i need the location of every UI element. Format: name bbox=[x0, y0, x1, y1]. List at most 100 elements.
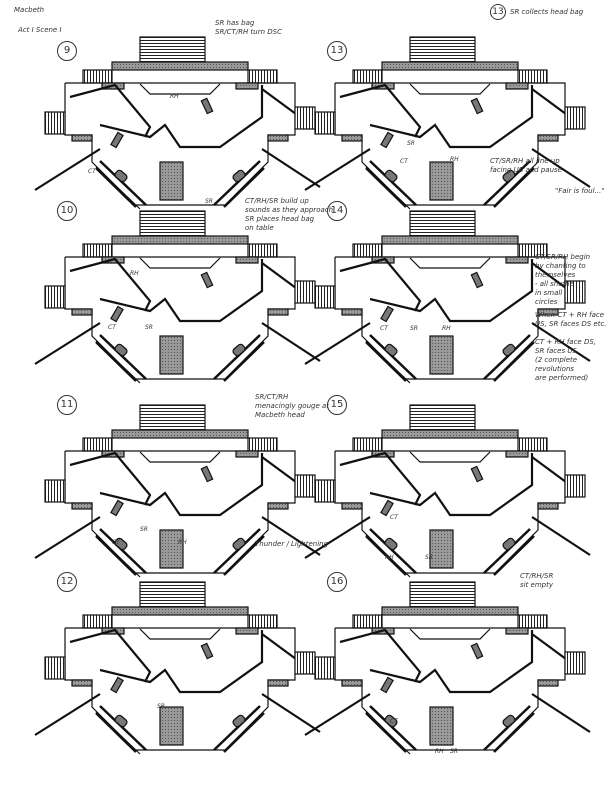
platform bbox=[381, 429, 519, 439]
actor-label: RH bbox=[435, 748, 444, 755]
rostrum-right bbox=[235, 450, 259, 458]
chair-left bbox=[380, 131, 394, 149]
actor-label: SR bbox=[145, 324, 153, 331]
platform bbox=[111, 235, 249, 245]
left-flat bbox=[69, 257, 152, 312]
actor-label: RH bbox=[442, 325, 451, 332]
diagonal-right bbox=[261, 148, 321, 188]
ramp-left-rail bbox=[99, 334, 147, 380]
stool-left bbox=[114, 537, 128, 551]
actor-label: RH bbox=[385, 554, 394, 561]
diagonal-left bbox=[304, 322, 371, 365]
upper-rail bbox=[139, 628, 221, 640]
stage-plan bbox=[34, 581, 321, 755]
ramp-right-rail bbox=[483, 705, 531, 751]
stage-plan bbox=[34, 210, 321, 384]
upper-rail bbox=[139, 83, 221, 95]
panel-number: 9 bbox=[57, 41, 77, 61]
rostrum-right bbox=[505, 82, 529, 90]
centre-table bbox=[429, 706, 454, 746]
side-block-left bbox=[82, 614, 113, 629]
centre-flat bbox=[99, 630, 264, 694]
ramp-right-rail bbox=[223, 341, 265, 382]
side-block-right bbox=[517, 69, 548, 84]
rostrum-low-right bbox=[267, 679, 289, 687]
right-flat bbox=[531, 88, 571, 118]
centre-flat bbox=[99, 453, 264, 517]
chair-left bbox=[380, 305, 394, 323]
platform bbox=[381, 61, 519, 71]
stairs bbox=[409, 404, 476, 431]
centre-flat bbox=[369, 453, 534, 517]
chair-right bbox=[200, 642, 214, 660]
diagonal-left bbox=[34, 693, 101, 736]
stairs bbox=[409, 210, 476, 237]
diagonal-left bbox=[34, 516, 101, 559]
diagonal-left bbox=[304, 693, 371, 736]
side-block-left bbox=[82, 437, 113, 452]
stairs bbox=[409, 36, 476, 63]
side-stairs-right bbox=[294, 651, 316, 675]
document-subtitle: Act I Scene I bbox=[18, 26, 62, 34]
stool-right bbox=[502, 537, 516, 551]
rostrum-low-left bbox=[341, 502, 363, 510]
actor-label: CT bbox=[390, 514, 398, 521]
stairs bbox=[139, 36, 206, 63]
stool-right bbox=[232, 714, 246, 728]
side-block-right bbox=[247, 437, 278, 452]
panel-number: 11 bbox=[57, 395, 77, 415]
rostrum-low-right bbox=[267, 502, 289, 510]
stool-left bbox=[384, 343, 398, 357]
rostrum-low-left bbox=[71, 134, 93, 142]
stool-left bbox=[114, 714, 128, 728]
diagonal-right bbox=[531, 148, 591, 188]
chair-right bbox=[200, 271, 214, 289]
ramp-left-rail bbox=[369, 528, 417, 574]
ramp-right-rail bbox=[213, 528, 261, 574]
actor-label: CT bbox=[108, 324, 116, 331]
ramp-right-rail bbox=[223, 167, 265, 208]
actor-label: CT bbox=[380, 325, 388, 332]
stage-plan bbox=[304, 581, 591, 755]
actor-label: CT bbox=[400, 158, 408, 165]
side-block-left bbox=[82, 69, 113, 84]
centre-table bbox=[159, 335, 184, 375]
centre-flat bbox=[99, 259, 264, 323]
ramp-left-rail bbox=[369, 160, 417, 206]
chair-right bbox=[470, 642, 484, 660]
side-block-left bbox=[352, 69, 383, 84]
side-stairs-right bbox=[564, 106, 586, 130]
side-block-left bbox=[352, 243, 383, 258]
chair-right bbox=[470, 271, 484, 289]
left-flat bbox=[339, 628, 422, 683]
side-stairs-left bbox=[314, 479, 336, 503]
diagonal-left bbox=[304, 148, 371, 191]
actor-label: RH bbox=[178, 539, 187, 546]
blocking-note: CT/SR/RH begin by chanting to themselves… bbox=[535, 253, 591, 306]
ramp-right-rail bbox=[213, 334, 261, 380]
side-stairs-left bbox=[314, 111, 336, 135]
rostrum-low-right bbox=[537, 502, 559, 510]
left-flat bbox=[69, 628, 152, 683]
ramp-left-rail bbox=[95, 341, 137, 382]
left-flat bbox=[339, 451, 422, 506]
stairs bbox=[139, 210, 206, 237]
ramp-left-rail bbox=[95, 712, 137, 753]
actor-label: SR bbox=[140, 526, 148, 533]
side-block-right bbox=[247, 243, 278, 258]
blocking-note: "Fair is foul..." bbox=[555, 187, 605, 195]
blocking-note: CT/SR/RH all line up facing US and pause bbox=[490, 157, 562, 174]
centre-flat bbox=[369, 630, 534, 694]
diagonal-right bbox=[531, 322, 591, 362]
ramp-right-rail bbox=[223, 712, 265, 753]
stage-plan bbox=[304, 36, 591, 210]
stool-left bbox=[114, 169, 128, 183]
rostrum-low-left bbox=[341, 679, 363, 687]
side-stairs-left bbox=[44, 656, 66, 680]
side-stairs-left bbox=[314, 656, 336, 680]
right-flat bbox=[261, 633, 301, 663]
rostrum-low-right bbox=[267, 134, 289, 142]
stool-left bbox=[384, 169, 398, 183]
stool-right bbox=[502, 714, 516, 728]
actor-label: SR bbox=[410, 325, 418, 332]
